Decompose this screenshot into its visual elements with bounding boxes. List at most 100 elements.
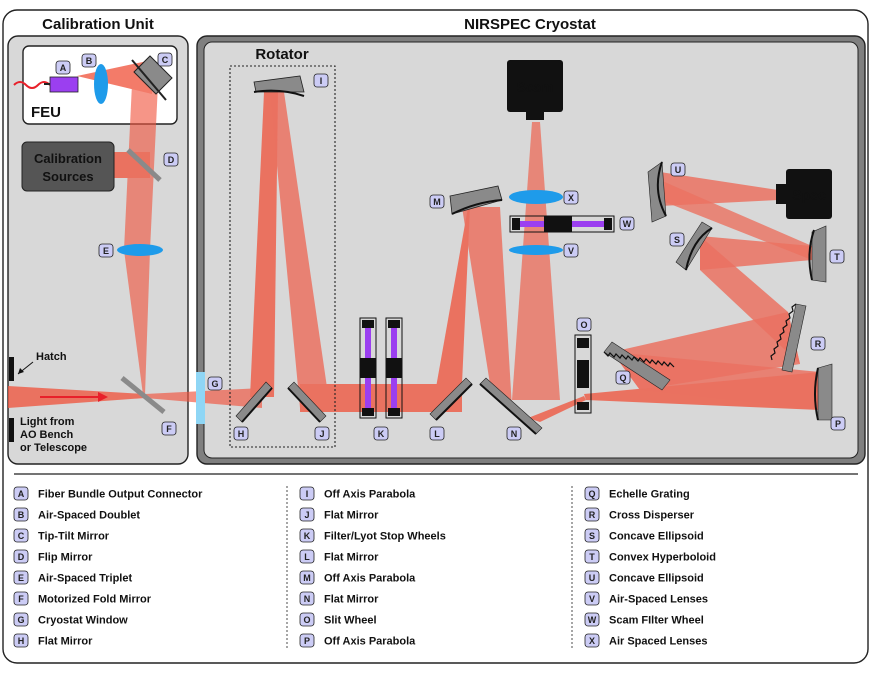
legend-badge-letter: C [18, 531, 25, 541]
air-spaced-doublet [94, 64, 108, 104]
echelle-grating [603, 341, 675, 391]
beam-n-o [528, 396, 586, 422]
legend-badge-letter: F [18, 594, 24, 604]
diagram-badges: A B C D E F G H I J K L M N O P Q R S T … [55, 52, 846, 441]
filter-lyot-stop-wheels [359, 317, 403, 419]
cryostat-title: NIRSPEC Cryostat [464, 16, 596, 33]
legend-badge [13, 549, 29, 564]
flip-mirror [126, 148, 162, 182]
legend-label: Slit Wheel [324, 615, 377, 627]
legend-badge-letter: A [18, 489, 25, 499]
svg-text:U: U [675, 165, 682, 175]
legend-badge-letter: N [304, 594, 311, 604]
svg-text:S: S [674, 235, 680, 245]
legend-label: Flat Mirror [324, 510, 379, 522]
badge-p: P [830, 416, 846, 431]
concave-ellipsoid-u [647, 161, 667, 223]
cross-disperser [770, 303, 807, 373]
legend-badge-letter: X [589, 636, 595, 646]
svg-text:O: O [580, 320, 587, 330]
flat-mirror-j [287, 381, 327, 423]
badge-m: M [429, 194, 445, 209]
badge-k: K [373, 426, 389, 441]
beam-paths [8, 60, 820, 422]
beam-r-s [700, 236, 800, 364]
svg-text:H: H [238, 429, 245, 439]
legend-item-j: J Flat Mirror [299, 507, 379, 522]
legend-label: Cross Disperser [609, 510, 695, 522]
badge-a: A [55, 60, 71, 75]
legend-label: Cryostat Window [38, 615, 128, 627]
convex-hyperboloid-t [808, 225, 827, 283]
motorized-fold-mirror [120, 376, 166, 414]
svg-text:L: L [434, 429, 440, 439]
legend-badge-letter: K [304, 531, 311, 541]
air-spaced-lenses-x [509, 190, 563, 204]
calibration-sources-box [21, 141, 115, 192]
legend-badge [13, 633, 29, 648]
legend-badge [299, 486, 315, 501]
svg-text:C: C [162, 55, 169, 65]
legend-badge [13, 507, 29, 522]
badge-r: R [810, 336, 826, 351]
legend-badge-letter: V [589, 594, 595, 604]
beam-m-n [462, 207, 512, 408]
rotator-box [229, 65, 336, 448]
badge-o: O [576, 317, 592, 332]
legend-badge-letter: Q [588, 489, 595, 499]
beam-l-m [432, 207, 470, 410]
legend-badge [299, 633, 315, 648]
legend-badge [584, 612, 600, 627]
scam-label: Scam [516, 79, 553, 95]
svg-text:P: P [835, 419, 841, 429]
legend-badge-letter: H [18, 636, 25, 646]
legend-badge [584, 486, 600, 501]
legend-badge [13, 486, 29, 501]
concave-ellipsoid-s [675, 221, 713, 271]
legend-badge-letter: I [306, 489, 309, 499]
beam-scam [512, 122, 560, 400]
legend-label: Flat Mirror [38, 636, 93, 648]
flat-mirror-l [429, 377, 473, 421]
legend-badge [299, 507, 315, 522]
svg-text:M: M [433, 197, 441, 207]
badge-e: E [98, 243, 114, 258]
badge-q: Q [615, 370, 631, 385]
legend-badge-letter: W [588, 615, 597, 625]
hatch-label: Hatch [36, 351, 67, 363]
flat-mirror-n [479, 377, 543, 435]
badge-s: S [669, 232, 685, 247]
legend-badge-letter: R [589, 510, 596, 520]
badge-w: W [619, 216, 635, 231]
legend-badge-letter: J [304, 510, 309, 520]
legend-label: Filter/Lyot Stop Wheels [324, 531, 446, 543]
legend-badge-letter: L [304, 552, 310, 562]
legend-badge [299, 612, 315, 627]
svg-text:I: I [320, 76, 323, 86]
legend-badge [299, 570, 315, 585]
legend-label: Concave Ellipsoid [609, 573, 704, 585]
badge-j: J [314, 426, 330, 441]
hatch-bottom [9, 418, 14, 442]
badge-u: U [670, 162, 686, 177]
svg-text:F: F [166, 424, 172, 434]
beam-u-spec [660, 172, 778, 206]
legend-badge [584, 591, 600, 606]
legend-badge [584, 633, 600, 648]
spec-label: Spec [792, 187, 826, 203]
legend-label: Convex Hyperboloid [609, 552, 716, 564]
scam-camera [507, 60, 563, 112]
